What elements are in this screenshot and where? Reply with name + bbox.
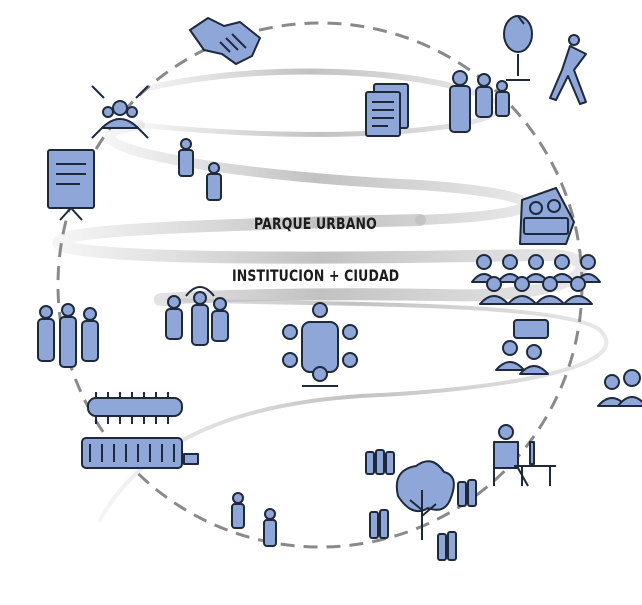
handshake-icon [189,17,261,65]
audience-icon [471,254,601,305]
label-parque-urbano: PARQUE URBANO [254,214,377,233]
family-icon [449,70,510,133]
chat-people-icon [495,319,549,375]
business-people-icon [37,303,99,368]
walking-pair-icon [231,492,277,547]
couple-icon [178,138,222,201]
park-people-icon [365,449,477,561]
team-meeting-icon [282,302,358,387]
gymnast-icon [549,34,587,105]
edge-group-icon [597,369,642,407]
group-icon [165,286,229,346]
flipchart-icon [47,149,95,221]
desk-worker-icon [493,424,556,487]
documents-icon [365,83,409,137]
convergence-group-icon [91,85,149,139]
panel-speakers-icon [519,187,575,245]
conference-table-icon [87,392,183,424]
workshop-crowd-icon [81,437,199,469]
tree-icon [395,460,455,540]
microphone-icon [503,15,533,81]
label-institucion-ciudad: INSTITUCION + CIUDAD [232,266,400,285]
